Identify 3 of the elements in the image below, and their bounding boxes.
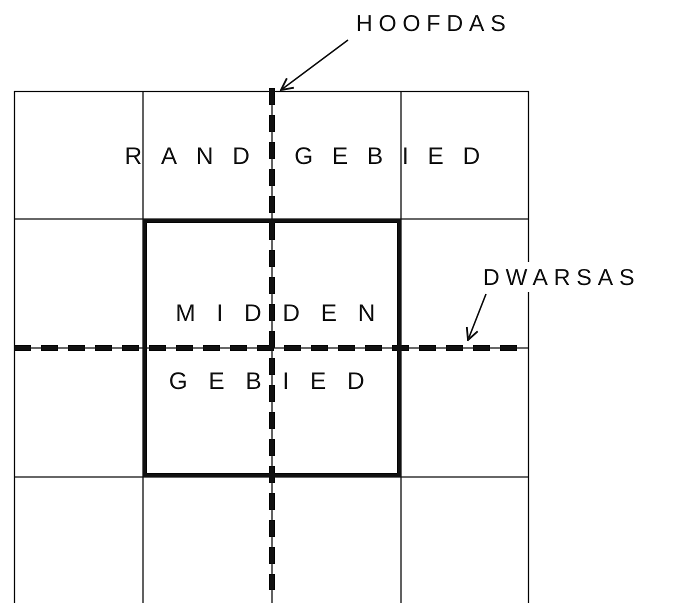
centre-square bbox=[143, 219, 401, 477]
leader-arrow bbox=[466, 294, 487, 341]
leader-arrow bbox=[280, 39, 348, 91]
